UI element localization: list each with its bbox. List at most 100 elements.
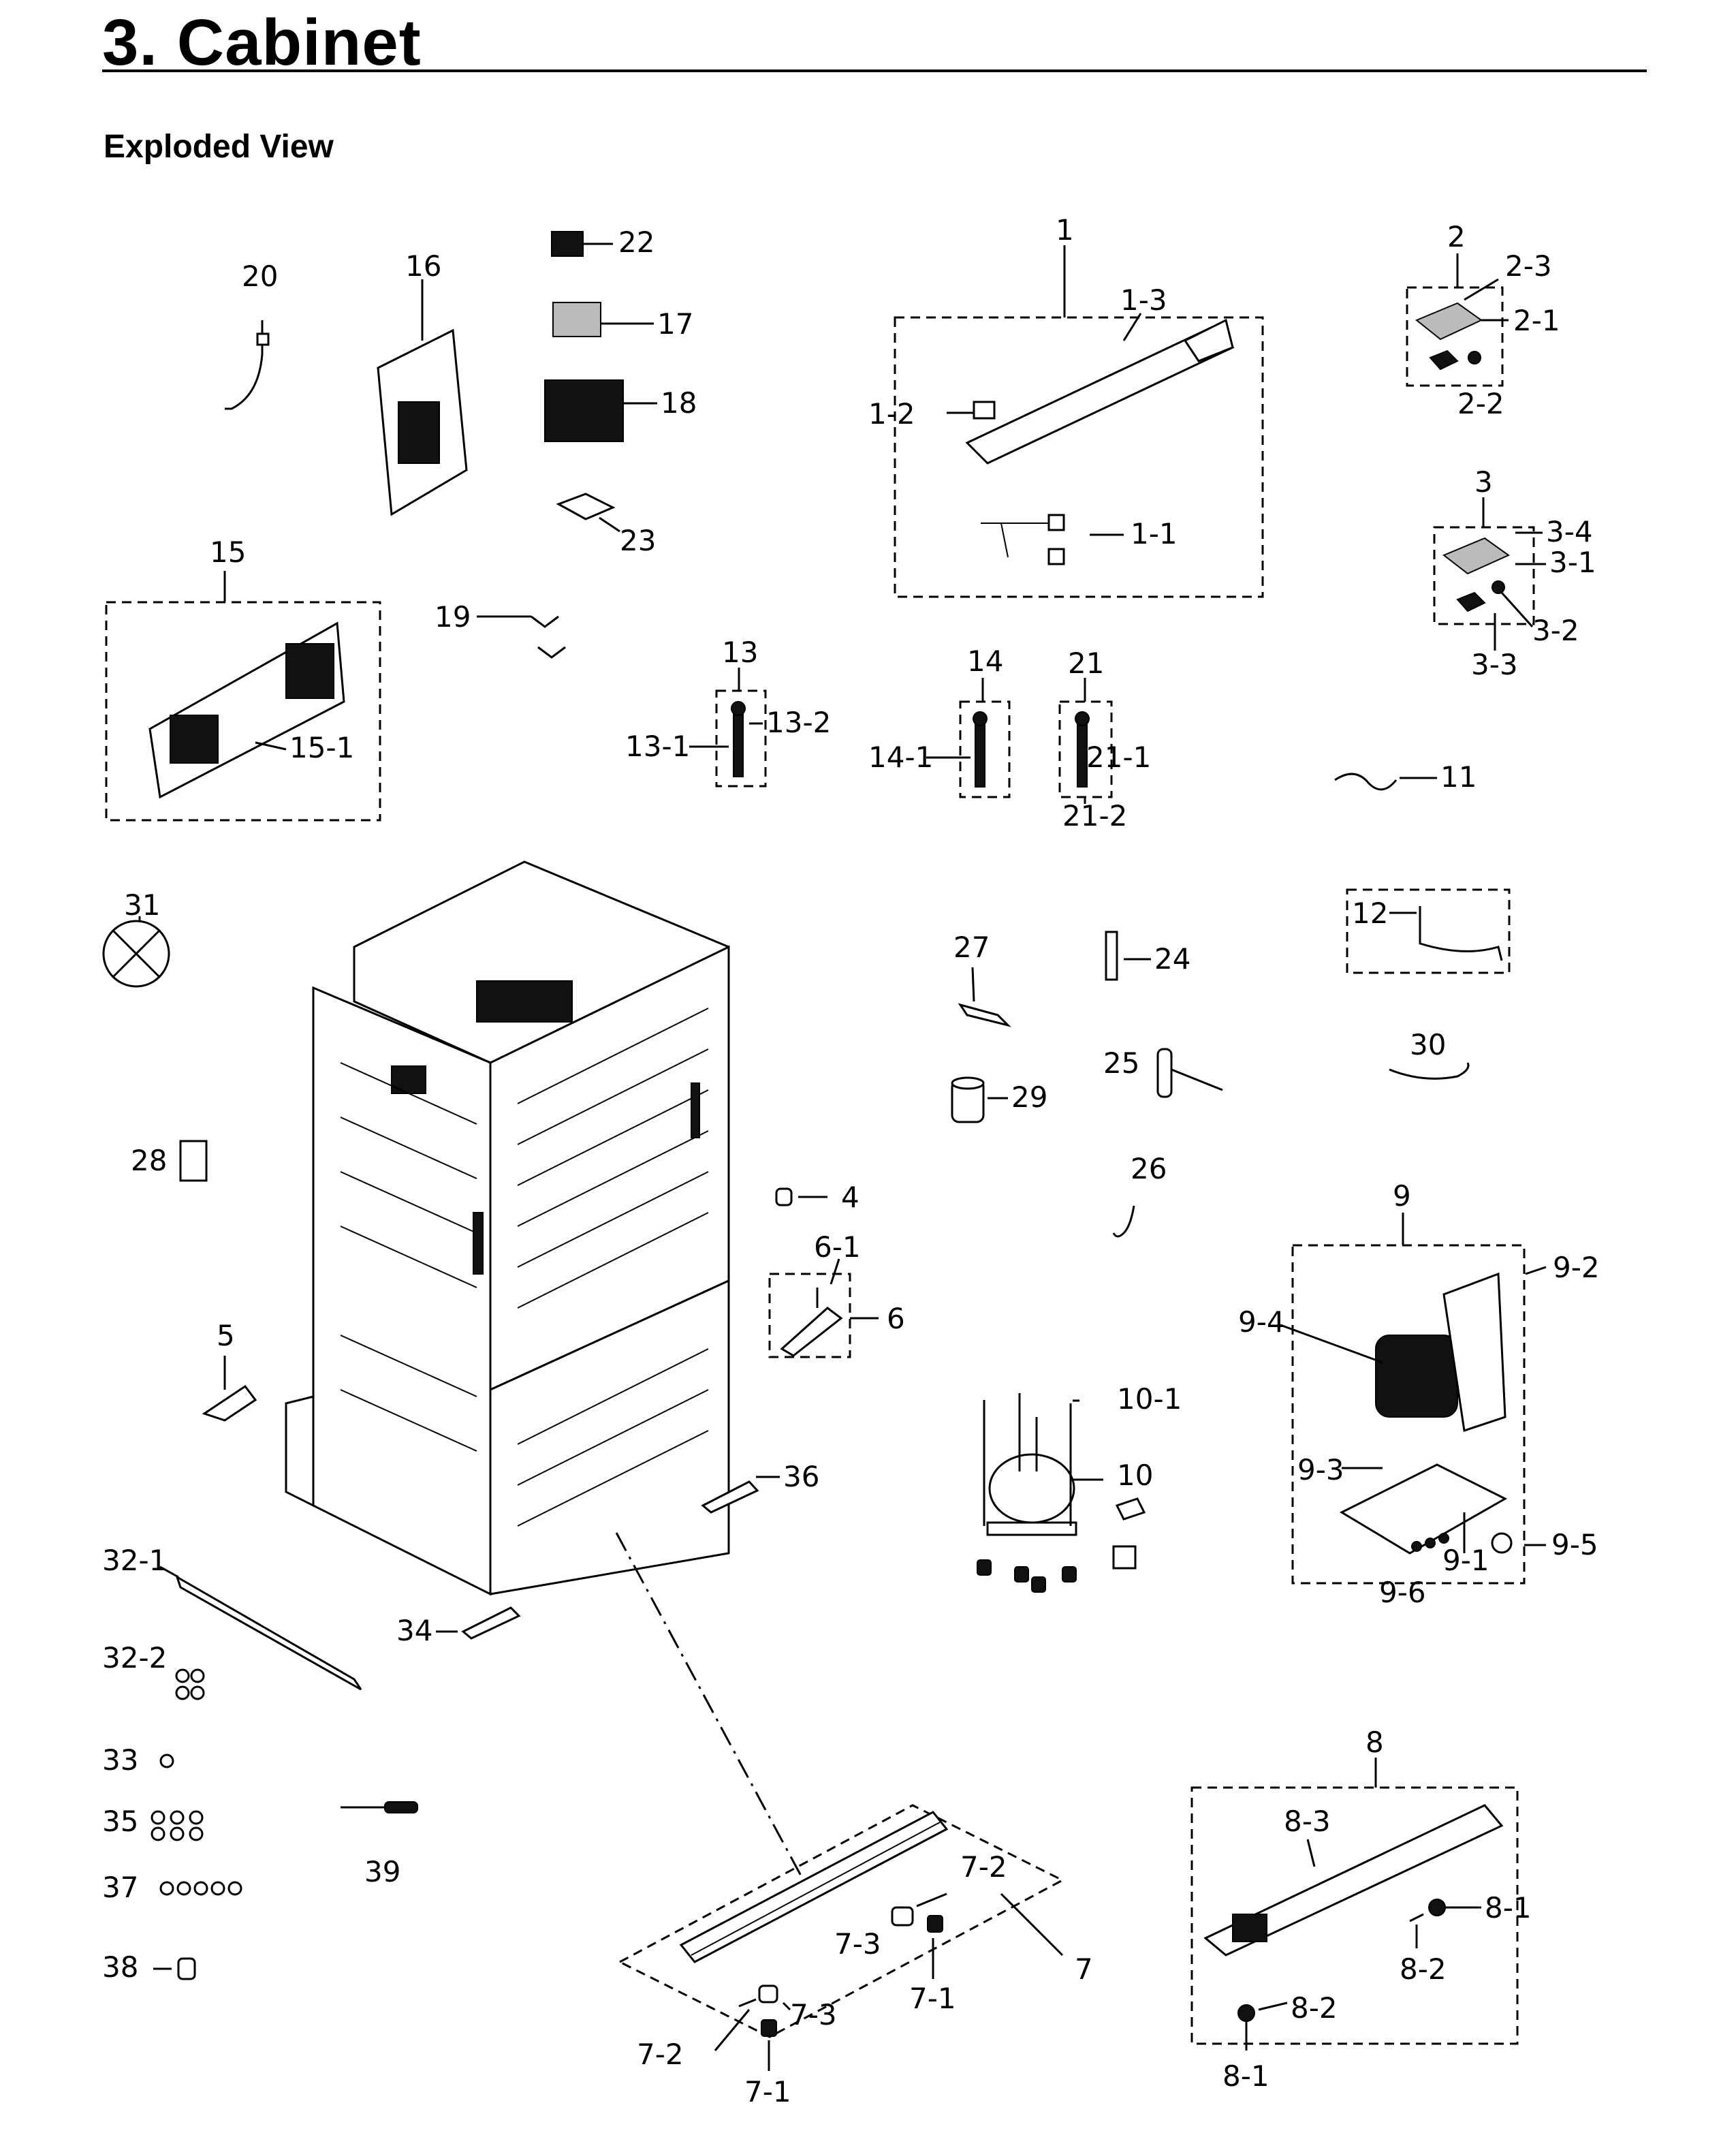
callout-8-1b: 8-1 bbox=[1222, 2059, 1269, 2093]
callout-2-1: 2-1 bbox=[1513, 304, 1560, 337]
part-group-2 bbox=[1406, 253, 1509, 387]
section-subtitle: Exploded View bbox=[104, 129, 334, 165]
callout-3-3: 3-3 bbox=[1471, 648, 1518, 681]
part-32-1-rail bbox=[175, 1574, 362, 1691]
callout-25: 25 bbox=[1103, 1046, 1139, 1080]
callout-14-1: 14-1 bbox=[868, 741, 933, 774]
callout-7-2a: 7-2 bbox=[960, 1850, 1007, 1884]
part-group-6 bbox=[768, 1258, 879, 1358]
part-group-8 bbox=[1190, 1758, 1519, 2051]
part-34-foot bbox=[461, 1606, 521, 1640]
callout-11: 11 bbox=[1440, 760, 1477, 794]
callout-36: 36 bbox=[783, 1460, 819, 1493]
callout-7: 7 bbox=[1075, 1952, 1093, 1986]
callout-7-1a: 7-1 bbox=[909, 1982, 956, 2015]
callout-3-4: 3-4 bbox=[1546, 515, 1593, 548]
callout-38: 38 bbox=[102, 1950, 138, 1984]
callout-33: 33 bbox=[102, 1743, 138, 1777]
part-19-clip bbox=[477, 615, 566, 659]
callout-1-1: 1-1 bbox=[1131, 517, 1178, 550]
part-35-screws bbox=[151, 1810, 204, 1841]
callout-37: 37 bbox=[102, 1871, 138, 1904]
callout-21-1: 21-1 bbox=[1086, 741, 1151, 774]
callout-6: 6 bbox=[887, 1302, 905, 1335]
callout-15-1: 15-1 bbox=[289, 731, 354, 764]
part-32-2-screws bbox=[175, 1668, 205, 1700]
callout-31: 31 bbox=[124, 888, 160, 922]
callout-9-2: 9-2 bbox=[1553, 1251, 1600, 1284]
callout-1-2: 1-2 bbox=[868, 397, 915, 431]
part-23-relay bbox=[556, 493, 616, 520]
callout-8-1a: 8-1 bbox=[1485, 1891, 1532, 1924]
callout-2-3: 2-3 bbox=[1505, 249, 1552, 283]
title-underline bbox=[102, 69, 1647, 72]
callout-26: 26 bbox=[1131, 1152, 1167, 1185]
callout-18: 18 bbox=[661, 386, 697, 420]
part-group-12 bbox=[1346, 888, 1511, 974]
callout-9-6: 9-6 bbox=[1379, 1576, 1426, 1609]
callout-7-2b: 7-2 bbox=[637, 2038, 684, 2071]
callout-28: 28 bbox=[131, 1144, 167, 1177]
callout-9-4: 9-4 bbox=[1238, 1305, 1285, 1339]
part-group-15 bbox=[105, 571, 381, 822]
callout-9: 9 bbox=[1393, 1179, 1411, 1213]
callout-16: 16 bbox=[405, 249, 441, 283]
callout-32-2: 32-2 bbox=[102, 1641, 167, 1674]
part-31-fan bbox=[102, 916, 170, 988]
callout-7-3b: 7-3 bbox=[790, 1998, 837, 2031]
part-30-wire bbox=[1389, 1062, 1470, 1080]
part-group-13 bbox=[689, 668, 767, 788]
part-25-tube bbox=[1156, 1048, 1223, 1098]
part-group-9 bbox=[1280, 1213, 1547, 1585]
part-37-screws bbox=[159, 1881, 242, 1896]
callout-29: 29 bbox=[1011, 1080, 1047, 1114]
callout-30: 30 bbox=[1410, 1028, 1446, 1061]
part-26-wire bbox=[1112, 1205, 1135, 1238]
cabinet-body bbox=[285, 860, 730, 1596]
callout-35: 35 bbox=[102, 1805, 138, 1838]
callout-5: 5 bbox=[217, 1319, 235, 1352]
callout-14: 14 bbox=[967, 644, 1003, 678]
callout-12: 12 bbox=[1352, 897, 1388, 930]
callout-8-2a: 8-2 bbox=[1400, 1952, 1447, 1986]
part-36-foot bbox=[701, 1480, 759, 1514]
callout-9-3: 9-3 bbox=[1297, 1453, 1344, 1486]
callout-3-1: 3-1 bbox=[1549, 546, 1596, 579]
part-29-roll bbox=[951, 1076, 1008, 1123]
part-11-harness bbox=[1334, 773, 1437, 791]
callout-8-2b: 8-2 bbox=[1291, 1991, 1338, 2025]
part-22-board bbox=[551, 231, 584, 257]
callout-1-3: 1-3 bbox=[1120, 283, 1167, 317]
part-10-compressor bbox=[977, 1393, 1146, 1593]
callout-9-5: 9-5 bbox=[1551, 1528, 1598, 1561]
part-20-power-cord bbox=[225, 320, 270, 410]
callout-32-1: 32-1 bbox=[102, 1544, 167, 1577]
callout-9-1: 9-1 bbox=[1442, 1544, 1489, 1577]
callout-7-1b: 7-1 bbox=[744, 2075, 791, 2108]
part-group-14 bbox=[926, 678, 1011, 798]
part-17-pcb bbox=[552, 302, 601, 337]
callout-2-2: 2-2 bbox=[1457, 387, 1504, 420]
callout-3-2: 3-2 bbox=[1532, 614, 1579, 647]
part-28-switch bbox=[179, 1140, 208, 1182]
callout-8-3: 8-3 bbox=[1284, 1805, 1331, 1838]
callout-24: 24 bbox=[1154, 942, 1190, 976]
callout-34: 34 bbox=[396, 1614, 432, 1647]
callout-4: 4 bbox=[841, 1181, 859, 1214]
callout-3: 3 bbox=[1474, 465, 1493, 499]
callout-19: 19 bbox=[435, 600, 471, 634]
part-24-bolt bbox=[1105, 931, 1151, 981]
callout-22: 22 bbox=[618, 225, 654, 259]
callout-39: 39 bbox=[364, 1855, 400, 1888]
part-5-hinge bbox=[202, 1384, 257, 1422]
callout-17: 17 bbox=[657, 307, 693, 341]
part-33-screw bbox=[159, 1754, 174, 1768]
callout-10-1: 10-1 bbox=[1117, 1382, 1182, 1416]
callout-13-2: 13-2 bbox=[766, 706, 831, 739]
callout-27: 27 bbox=[953, 931, 990, 964]
part-39-tool bbox=[341, 1801, 418, 1813]
callout-13: 13 bbox=[722, 636, 758, 669]
part-27-bracket bbox=[958, 967, 1011, 1027]
part-4-plug bbox=[775, 1187, 793, 1206]
